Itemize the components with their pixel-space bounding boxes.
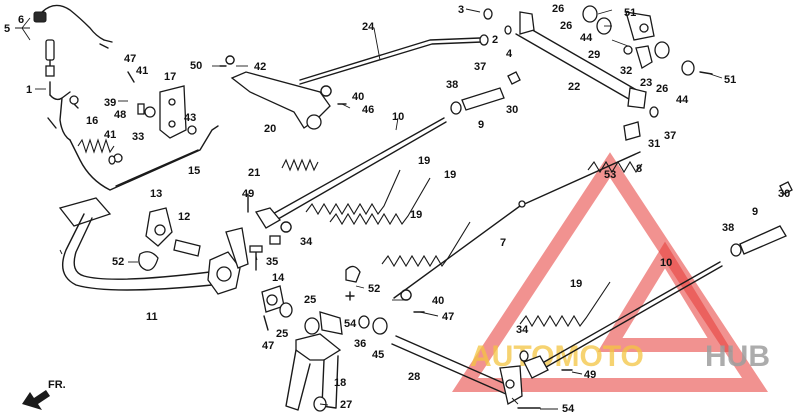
callout-11: 11 <box>146 311 158 323</box>
callout-36: 36 <box>354 338 366 350</box>
callout-7: 7 <box>500 237 506 249</box>
callout-37a: 37 <box>474 61 486 73</box>
callout-29: 29 <box>588 49 600 61</box>
front-direction-arrow: FR. <box>22 379 66 410</box>
callout-19d: 19 <box>570 278 582 290</box>
callout-labels: 5 6 1 47 41 39 48 16 41 33 17 43 15 50 4… <box>4 3 790 415</box>
watermark-text-hub: HUB <box>705 340 770 373</box>
shaft-9-right <box>730 181 793 257</box>
callout-47a: 47 <box>124 53 136 65</box>
callout-40b: 40 <box>432 295 444 307</box>
callout-38a: 38 <box>446 79 458 91</box>
watermark-text-automoto: AUTOMOTO <box>470 340 644 373</box>
callout-34b: 34 <box>516 324 529 336</box>
rear-brake-rod-assembly <box>69 85 219 191</box>
callout-44a: 44 <box>580 32 593 44</box>
cable-rod-right <box>523 121 723 379</box>
callout-20: 20 <box>264 123 276 135</box>
callout-41b: 41 <box>104 129 116 141</box>
callout-22: 22 <box>568 81 580 93</box>
callout-16: 16 <box>86 115 98 127</box>
callout-24: 24 <box>362 21 375 33</box>
callout-32: 32 <box>620 65 632 77</box>
callout-17: 17 <box>164 71 176 83</box>
shaft-9-upper <box>450 71 521 115</box>
callout-40a: 40 <box>352 91 364 103</box>
callout-44b: 44 <box>676 94 689 106</box>
callout-47b: 47 <box>262 340 274 352</box>
callout-41a: 41 <box>136 65 148 77</box>
callout-6: 6 <box>18 14 24 26</box>
callout-26a: 26 <box>552 3 564 15</box>
callout-15: 15 <box>188 165 200 177</box>
brake-pedal <box>58 197 249 295</box>
callout-25a: 25 <box>304 294 316 306</box>
callout-3: 3 <box>458 4 464 16</box>
callout-13: 13 <box>150 188 162 200</box>
callout-26c: 26 <box>656 83 668 95</box>
callout-35: 35 <box>266 256 278 268</box>
spring-21 <box>281 158 319 172</box>
callout-31: 31 <box>648 138 660 150</box>
cable-rod-left <box>254 117 447 233</box>
callout-48: 48 <box>114 109 126 121</box>
callout-53: 53 <box>604 169 616 181</box>
brake-arm-and-rod <box>219 37 483 130</box>
callout-19a: 19 <box>418 155 430 167</box>
small-fasteners <box>108 8 659 371</box>
callout-45: 45 <box>372 349 384 361</box>
callout-49b: 49 <box>584 369 596 381</box>
callout-54a: 54 <box>344 318 357 330</box>
callout-46: 46 <box>362 104 374 116</box>
callout-5: 5 <box>4 23 10 35</box>
callout-30a: 30 <box>506 104 518 116</box>
callout-9b: 9 <box>752 206 758 218</box>
callout-37b: 37 <box>664 130 676 142</box>
callout-51a: 51 <box>624 7 636 19</box>
front-direction-label: FR. <box>48 379 66 391</box>
callout-1: 1 <box>26 84 32 96</box>
callout-51b: 51 <box>724 74 736 86</box>
callout-2: 2 <box>492 34 498 46</box>
callout-19c: 19 <box>410 209 422 221</box>
callout-9a: 9 <box>478 119 484 131</box>
brake-switch-assembly <box>33 4 113 141</box>
callout-25b: 25 <box>276 328 288 340</box>
callout-33: 33 <box>132 131 144 143</box>
callout-38b: 38 <box>722 222 734 234</box>
callout-26b: 26 <box>560 20 572 32</box>
callout-8: 8 <box>636 163 642 175</box>
springs-19 <box>305 169 611 328</box>
callout-39: 39 <box>104 97 116 109</box>
callout-52a: 52 <box>112 256 124 268</box>
callout-14: 14 <box>272 272 285 284</box>
lower-shaft-assembly <box>261 265 541 409</box>
callout-23: 23 <box>640 77 652 89</box>
callout-19b: 19 <box>444 169 456 181</box>
callout-42: 42 <box>254 61 266 73</box>
callout-54b: 54 <box>562 403 575 415</box>
pivot-shaft-22 <box>515 5 713 109</box>
callout-4: 4 <box>506 48 513 60</box>
callout-52b: 52 <box>368 283 380 295</box>
callout-21: 21 <box>248 167 260 179</box>
callout-50: 50 <box>190 60 202 72</box>
leader-lines <box>15 8 723 410</box>
callout-12: 12 <box>178 211 190 223</box>
callout-10b: 10 <box>660 257 672 269</box>
callout-10a: 10 <box>392 111 404 123</box>
callout-43: 43 <box>184 112 196 124</box>
callout-18: 18 <box>334 377 346 389</box>
callout-34a: 34 <box>300 236 313 248</box>
callout-49a: 49 <box>242 188 254 200</box>
callout-28: 28 <box>408 371 420 383</box>
callout-47c: 47 <box>442 311 454 323</box>
watermark-logo: AUTOMOTO HUB <box>452 152 770 392</box>
bracket-18 <box>285 333 342 412</box>
callout-27: 27 <box>340 399 352 411</box>
rod-7-joint <box>518 200 526 208</box>
pedal-pivot-parts <box>138 207 201 271</box>
callout-30b: 30 <box>778 188 790 200</box>
